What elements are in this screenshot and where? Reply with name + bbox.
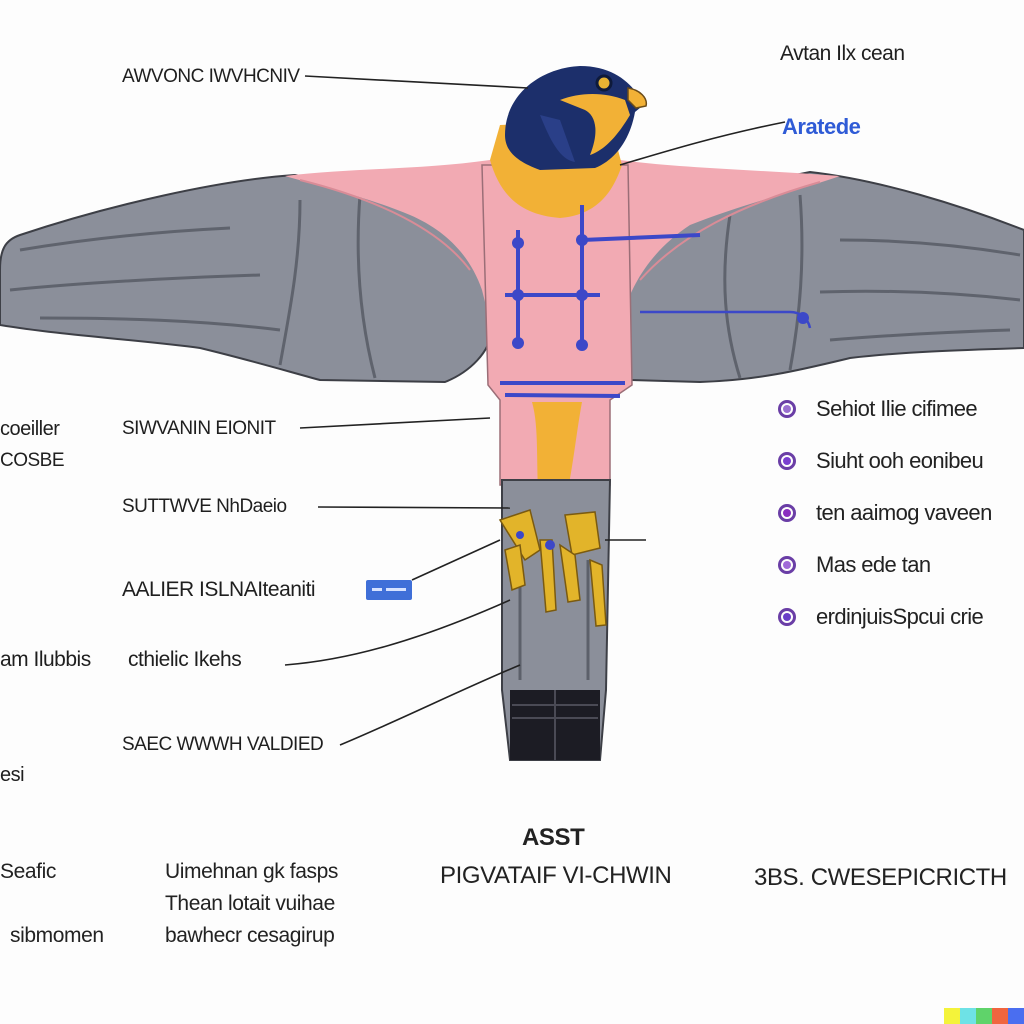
- bottom-col1-line3: bawhecr cesagirup: [165, 924, 335, 947]
- legend-dot-icon: [778, 400, 796, 418]
- bottom-left-fragment-1: Seafic: [0, 860, 56, 883]
- leg-label: AALIER ISLNAIteaniti: [122, 578, 316, 601]
- legend-dot-icon: [778, 504, 796, 522]
- head-label: AWVONC IWVHCNIV: [122, 66, 300, 87]
- foot-label: cthielic Ikehs: [128, 648, 242, 671]
- edge-fragment-3: am Ilubbis: [0, 648, 91, 671]
- beak-label: Aratede: [782, 114, 861, 139]
- legend-dot-icon: [778, 556, 796, 574]
- body-label: SIWVANIN EIONIT: [122, 418, 276, 439]
- legend-dot-icon: [778, 608, 796, 626]
- edge-fragment-4: esi: [0, 764, 25, 786]
- edge-fragment-1: coeiller: [0, 418, 60, 440]
- head: [505, 66, 646, 170]
- bottom-col1-line1: Uimehnan gk fasps: [165, 860, 338, 883]
- legend-item: ten aaimog vaveen: [776, 500, 1024, 552]
- legend-label: Mas ede tan: [816, 552, 931, 577]
- bottom-center-subtitle: PIGVATAIF VI-CHWIN: [440, 862, 672, 889]
- blue-tag: [366, 580, 412, 600]
- legend-label: erdinjuisSpcui crie: [816, 604, 984, 629]
- bottom-center-title: ASST: [522, 824, 585, 851]
- legend-dot-icon: [778, 452, 796, 470]
- top-right-label: Avtan Ilx cean: [780, 42, 905, 65]
- legend: Sehiot Ilie cifimee Siuht ooh eonibeu te…: [776, 396, 1024, 656]
- thigh-label: SUTTWVE NhDaeio: [122, 496, 287, 517]
- edge-fragment-2: COSBE: [0, 450, 65, 471]
- legend-item: Siuht ooh eonibeu: [776, 448, 1024, 500]
- legend-item: Sehiot Ilie cifimee: [776, 396, 1024, 448]
- legend-label: Siuht ooh eonibeu: [816, 448, 984, 473]
- beak: [627, 87, 648, 109]
- legend-item: erdinjuisSpcui crie: [776, 604, 1024, 656]
- legend-label: ten aaimog vaveen: [816, 500, 992, 525]
- legend-item: Mas ede tan: [776, 552, 1024, 604]
- leader-lines: [284, 75, 786, 746]
- face-patch: [560, 94, 630, 155]
- bottom-right-label: 3BS. CWESEPICRICTH: [754, 864, 1007, 891]
- color-strip: [944, 1008, 1024, 1024]
- bottom-left-fragment-2: sibmomen: [10, 924, 104, 947]
- bottom-col1-line2: Thean lotait vuihae: [165, 892, 335, 915]
- talon-label: SAEC WWWH VALDIED: [122, 734, 324, 755]
- eye: [595, 74, 613, 92]
- legend-label: Sehiot Ilie cifimee: [816, 396, 978, 421]
